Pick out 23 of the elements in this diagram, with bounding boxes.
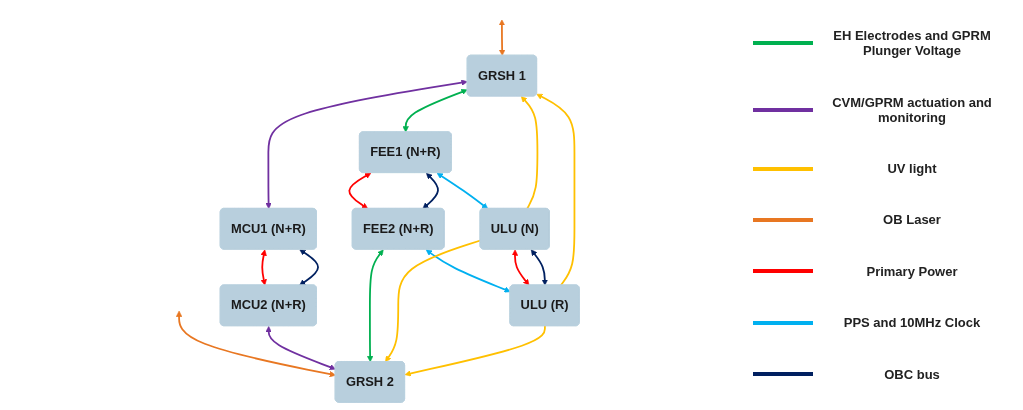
legend-label: OB Laser (882, 212, 942, 228)
legend-label: OBC bus (883, 366, 941, 382)
arrow (385, 239, 482, 362)
arrow (265, 325, 336, 370)
legend-label: CVM/GPRM actuation and monitoring (831, 94, 993, 125)
arrow (367, 248, 384, 362)
arrow (422, 172, 439, 209)
arrow (404, 324, 546, 376)
arrow (260, 249, 267, 286)
arrow (265, 79, 468, 209)
arrow (402, 88, 468, 132)
legend-label: EH Electrodes and GPRM Plunger Voltage (832, 28, 992, 59)
arrow (511, 249, 530, 286)
arrow (425, 248, 511, 292)
arrow (436, 172, 489, 209)
arrow (175, 310, 336, 377)
arrow (348, 172, 372, 209)
arrow (536, 93, 576, 286)
arrow (299, 248, 319, 286)
arrow (530, 248, 548, 286)
legend-label: PPS and 10MHz Clock (842, 315, 982, 331)
legend-label: Primary Power (865, 263, 959, 279)
legend-label: UV light (886, 161, 938, 177)
